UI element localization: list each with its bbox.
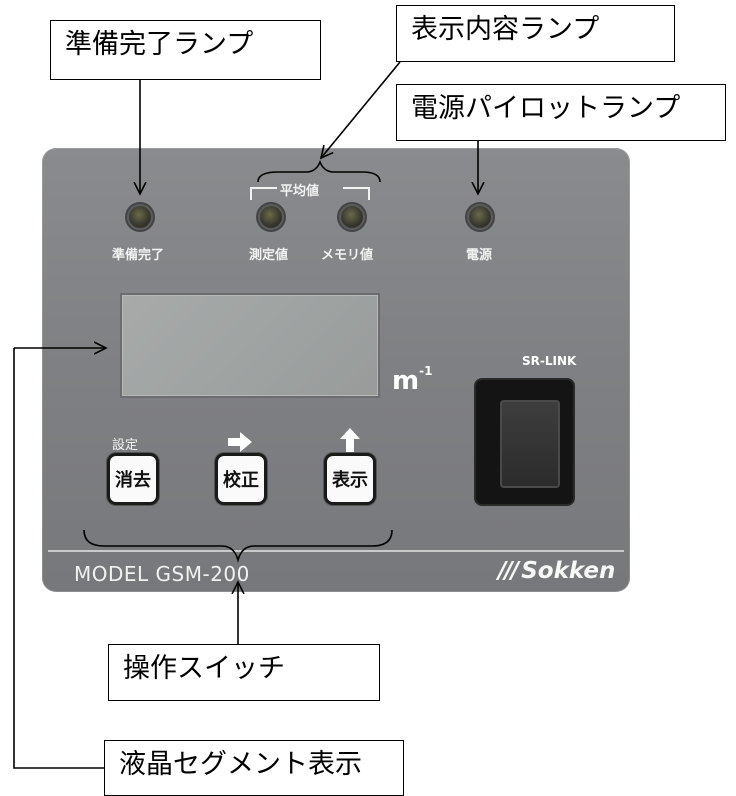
power-lamp-callout: 電源パイロットランプ bbox=[396, 84, 726, 141]
panel-divider bbox=[48, 550, 624, 552]
switches-callout-text: 操作スイッチ bbox=[123, 653, 285, 684]
display-lamp-callout-text: 表示内容ランプ bbox=[411, 14, 600, 45]
unit-base: m bbox=[392, 366, 420, 396]
ready-lamp-callout-text: 準備完了ランプ bbox=[65, 29, 254, 60]
lcd-display bbox=[120, 293, 380, 398]
average-lamps-brace bbox=[257, 159, 381, 183]
unit-label: m-1 bbox=[392, 364, 433, 396]
device-panel: 平均値 準備完了 測定値 メモリ値 電源 m-1 設定 消去 校正 表示 SR-… bbox=[42, 148, 630, 592]
switches-callout: 操作スイッチ bbox=[108, 644, 380, 701]
lcd-callout-text: 液晶セグメント表示 bbox=[119, 749, 362, 780]
model-label: MODEL GSM-200 bbox=[74, 562, 250, 586]
power-lamp bbox=[469, 206, 491, 228]
ready-lamp bbox=[129, 206, 151, 228]
display-button[interactable]: 表示 bbox=[327, 456, 373, 502]
ready-lamp-callout: 準備完了ランプ bbox=[50, 20, 321, 80]
memory-value-lamp bbox=[341, 206, 363, 228]
sr-link-switch[interactable] bbox=[500, 400, 560, 488]
calibrate-button-label: 校正 bbox=[223, 470, 259, 491]
up-arrow-icon bbox=[340, 428, 360, 452]
sokken-slash-logo: /// bbox=[498, 558, 519, 584]
sr-link-label: SR-LINK bbox=[522, 354, 577, 368]
lcd-leader-line bbox=[13, 348, 104, 769]
brand-logo: ///Sokken bbox=[498, 558, 615, 584]
right-arrow-icon bbox=[228, 432, 252, 452]
power-lamp-label: 電源 bbox=[466, 248, 493, 263]
measured-lamp-label: 測定値 bbox=[249, 248, 289, 263]
display-lamp-arrow bbox=[321, 61, 401, 158]
average-label: 平均値 bbox=[280, 184, 320, 199]
memory-lamp-label: メモリ値 bbox=[321, 248, 374, 263]
clear-button[interactable]: 消去 bbox=[110, 456, 156, 502]
unit-exponent: -1 bbox=[419, 364, 433, 378]
ready-lamp-label: 準備完了 bbox=[112, 248, 165, 263]
display-lamp-callout: 表示内容ランプ bbox=[396, 5, 675, 62]
calibrate-button[interactable]: 校正 bbox=[218, 456, 264, 502]
display-button-label: 表示 bbox=[332, 470, 368, 491]
power-lamp-callout-text: 電源パイロットランプ bbox=[411, 93, 681, 124]
clear-button-label: 消去 bbox=[115, 470, 151, 491]
lcd-callout: 液晶セグメント表示 bbox=[104, 740, 404, 796]
brand-name: Sokken bbox=[521, 558, 616, 584]
average-bracket bbox=[250, 187, 370, 200]
switches-brace bbox=[83, 529, 393, 563]
setting-label: 設定 bbox=[112, 438, 139, 453]
measured-value-lamp bbox=[260, 206, 282, 228]
